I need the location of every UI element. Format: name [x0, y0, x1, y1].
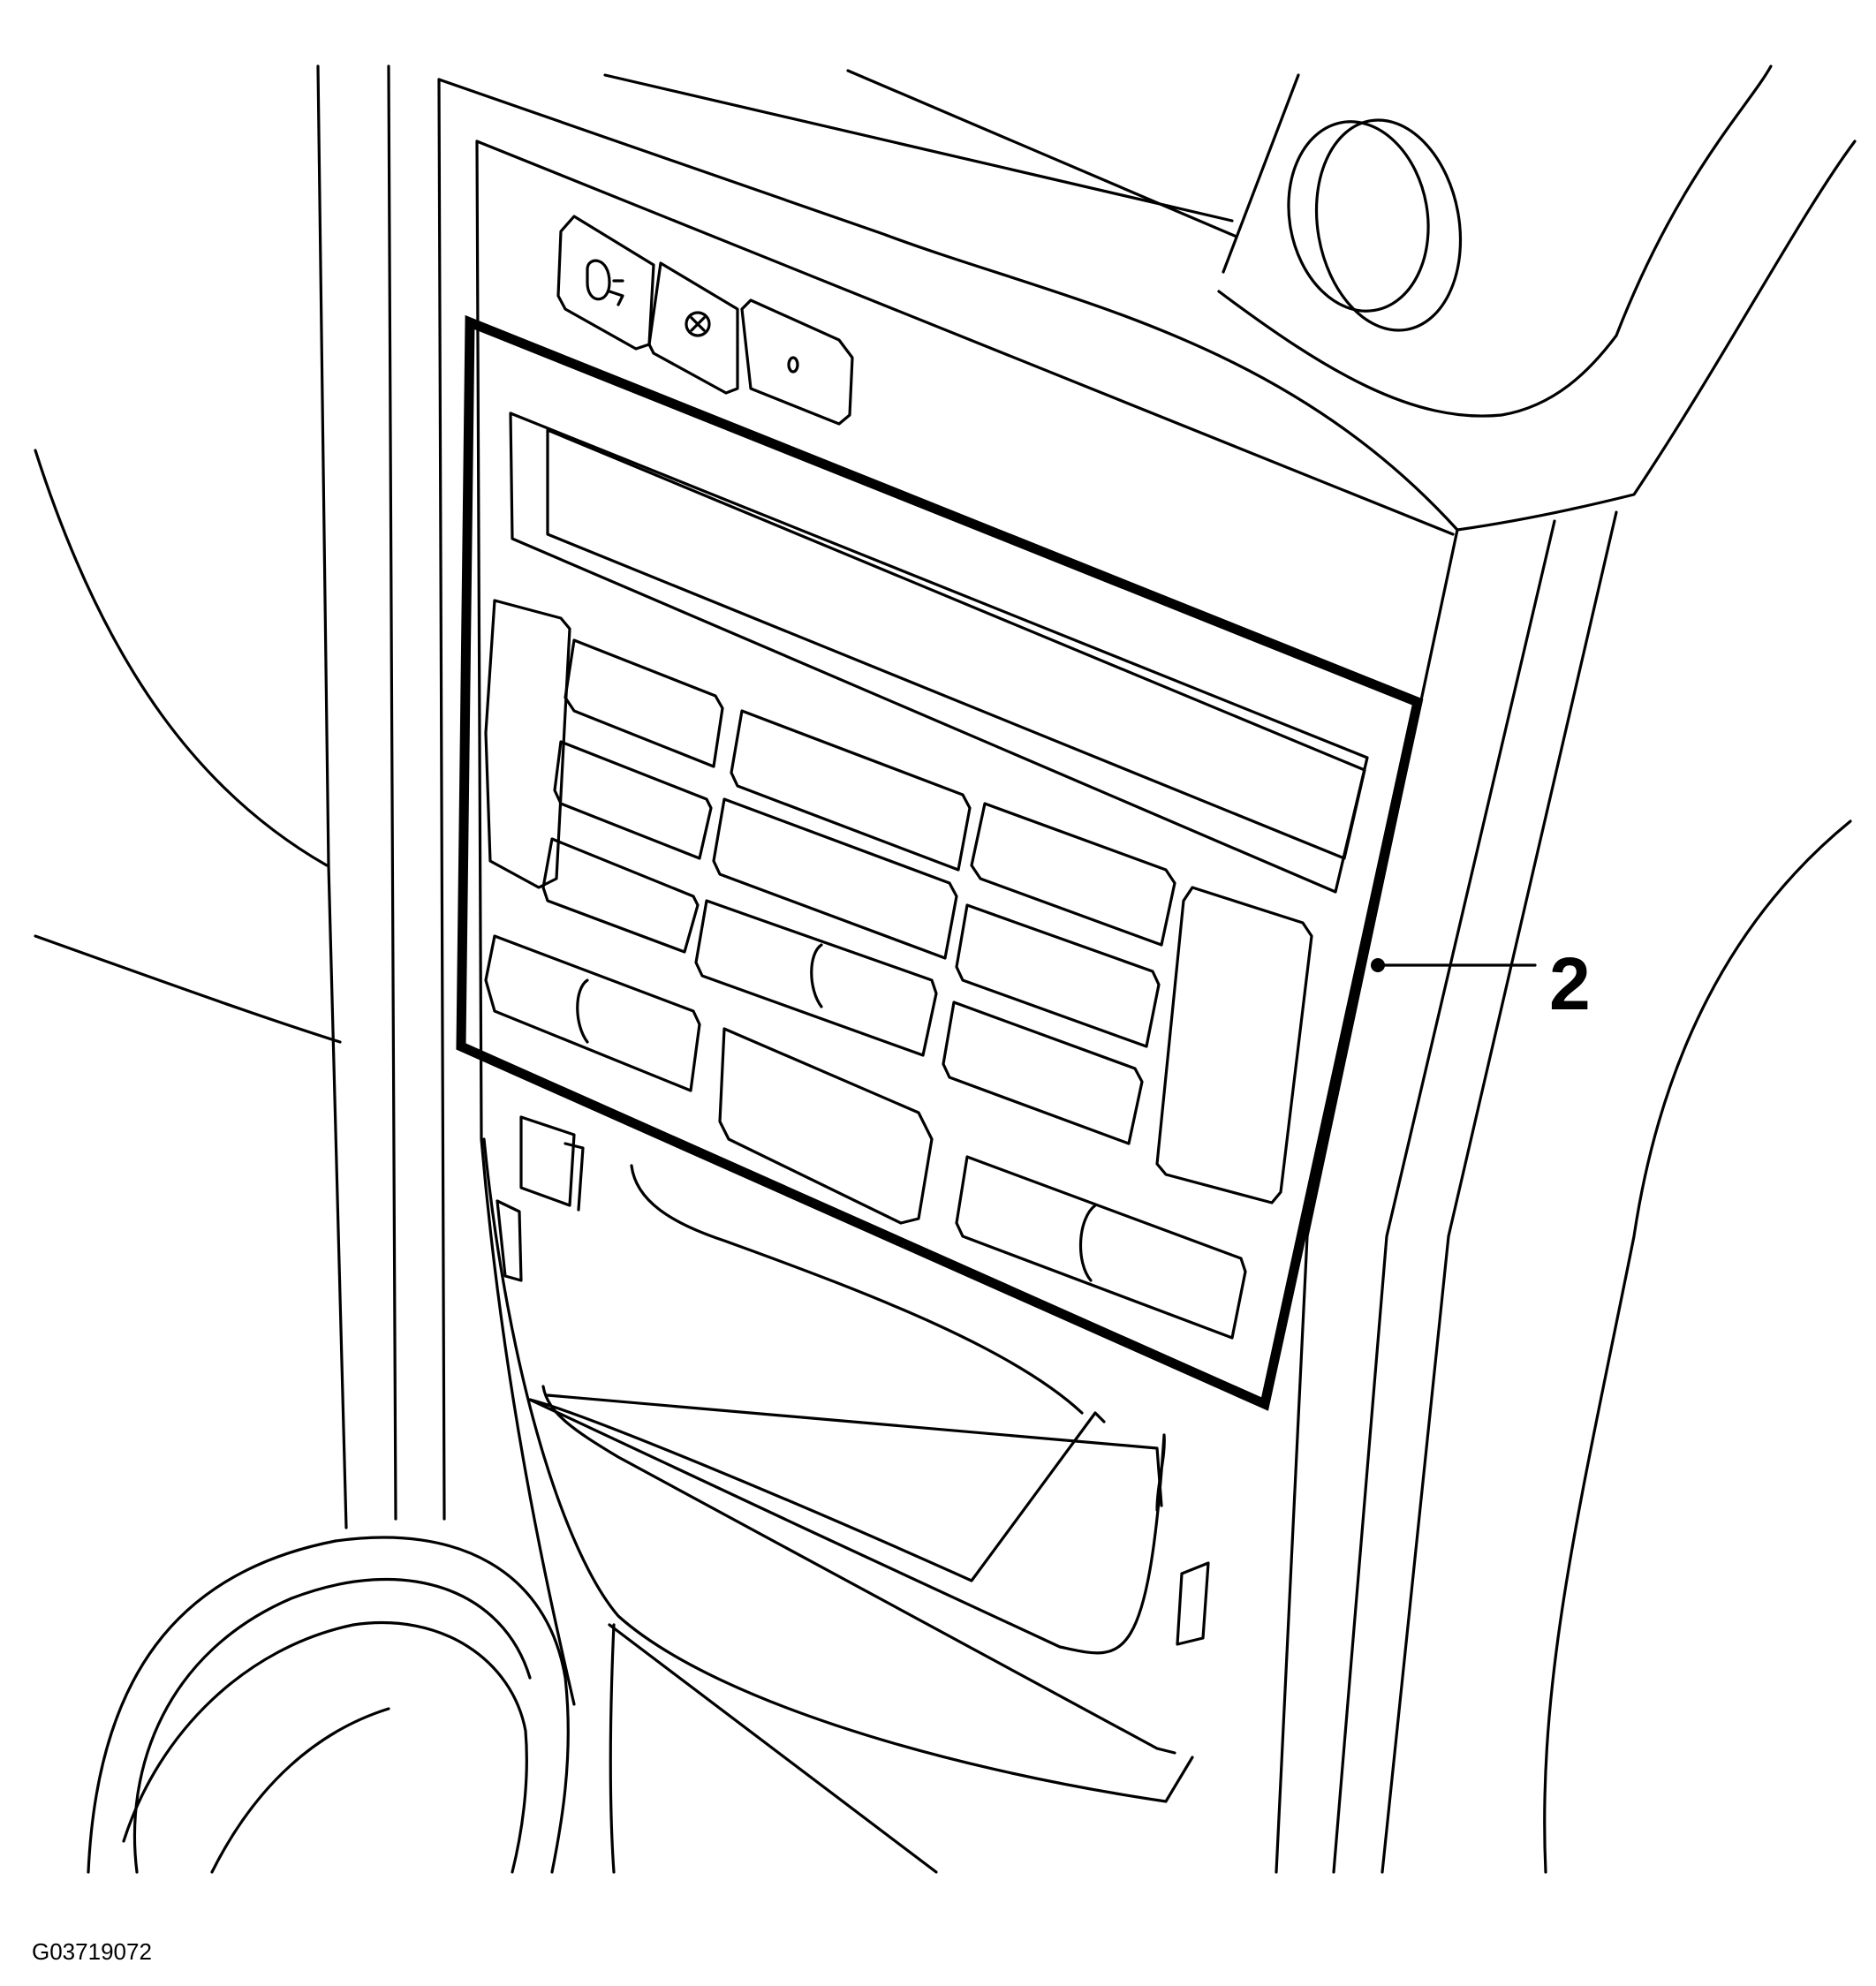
button-r4a — [484, 934, 701, 1092]
rear-defrost-icon — [586, 259, 624, 306]
button-r2b — [730, 709, 972, 872]
button-r6c — [955, 1155, 1247, 1340]
left-door-panel — [34, 64, 348, 1529]
lower-console — [482, 1115, 1210, 1803]
radio-bezel-outline — [456, 314, 1424, 1411]
display-outer — [509, 412, 1369, 894]
vent-knob-inner — [1287, 120, 1430, 313]
right-side-panel — [1275, 510, 1852, 1874]
vent-knob-outer — [1314, 118, 1463, 332]
callout-2 — [1371, 958, 1537, 972]
steering-wheel — [87, 1536, 938, 1874]
callout-label: 2 — [1549, 942, 1591, 1025]
figure-id-label: G03719072 — [32, 1938, 152, 1965]
radio-climate-panel — [484, 412, 1369, 1340]
top-switch-row — [556, 215, 854, 426]
button-r3b — [712, 797, 958, 960]
display-inner — [546, 428, 1366, 860]
switch-button-1 — [556, 215, 655, 351]
console-side-trim — [387, 64, 1459, 1706]
button-r3c — [970, 802, 1176, 947]
button-r5c — [942, 1001, 1144, 1145]
button-r1a — [564, 638, 724, 768]
button-r4b — [694, 899, 938, 1057]
button-r4c — [955, 903, 1161, 1048]
button-r5b — [718, 1027, 934, 1225]
fan-icon — [685, 311, 711, 337]
switch-button-2 — [647, 261, 739, 395]
switch-indicator-icon — [787, 356, 799, 374]
button-r2a — [553, 740, 713, 860]
upper-dashboard — [603, 64, 1857, 532]
switch-button-3 — [740, 298, 854, 426]
tall-left-button — [484, 599, 571, 889]
tall-right-button — [1155, 886, 1313, 1204]
button-r3a — [541, 837, 700, 954]
